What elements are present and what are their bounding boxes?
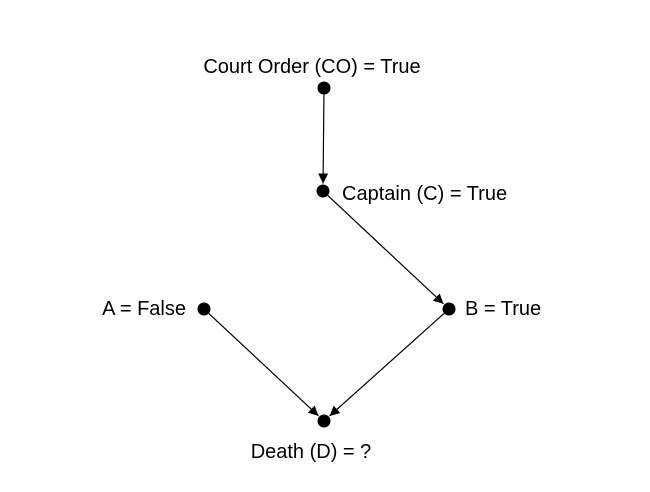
- node-captain-dot: [316, 184, 330, 198]
- edge-court-order-to-captain: [318, 94, 329, 184]
- node-b-label: B = True: [465, 298, 541, 320]
- edges-layer: [208, 94, 445, 417]
- nodes-layer: Court Order (CO) = True Captain (C) = Tr…: [102, 56, 541, 463]
- node-a-label: A = False: [102, 298, 186, 320]
- node-death-dot: [317, 414, 331, 428]
- edge-captain-to-b: [327, 195, 444, 305]
- edge-a-to-death: [208, 312, 319, 417]
- node-court-order-dot: [317, 81, 331, 95]
- node-captain-label: Captain (C) = True: [342, 183, 507, 205]
- node-court-order-label: Court Order (CO) = True: [203, 56, 420, 78]
- node-b-dot: [442, 302, 456, 316]
- node-death-label: Death (D) = ?: [251, 441, 372, 463]
- edge-b-to-death: [329, 312, 445, 417]
- node-a-dot: [197, 302, 211, 316]
